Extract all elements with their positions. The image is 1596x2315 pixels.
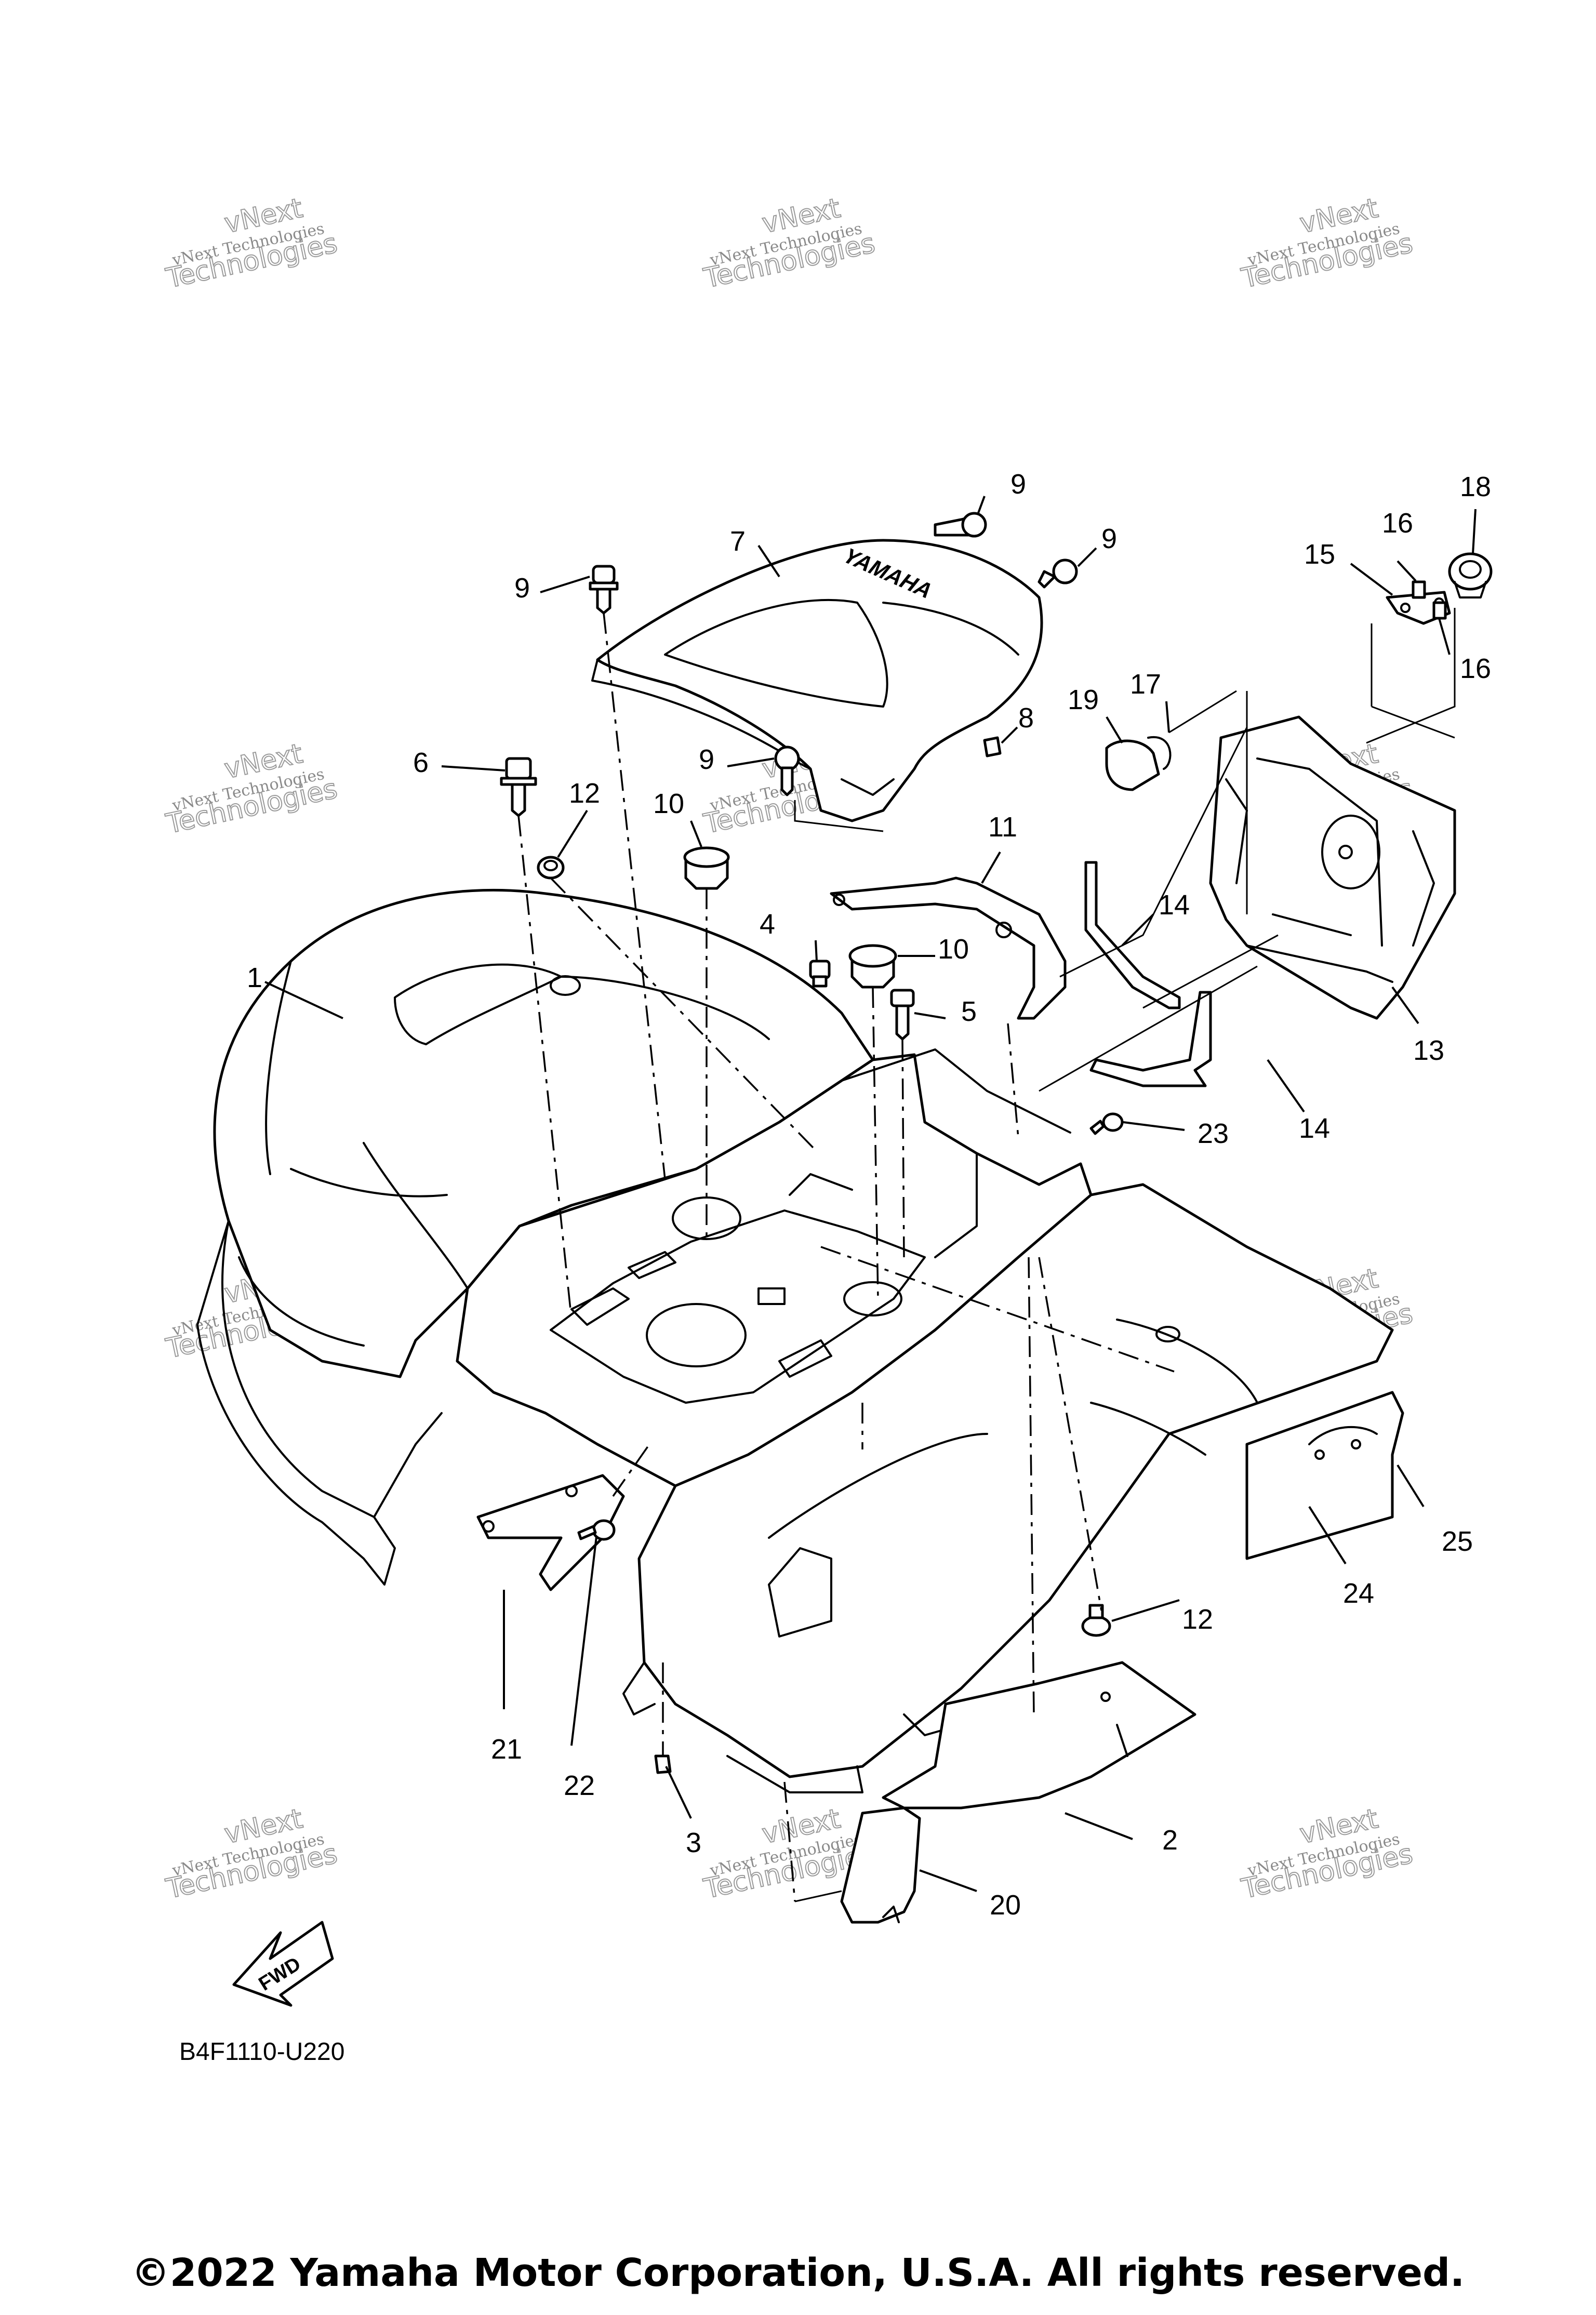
callout-5: 5 — [961, 996, 977, 1027]
callout-16-upper: 16 — [1382, 508, 1413, 539]
callout-18: 18 — [1460, 471, 1491, 502]
leader-lines — [264, 496, 1477, 1892]
callout-16-lower: 16 — [1460, 653, 1491, 684]
callout-1: 1 — [247, 962, 262, 993]
callout-19: 19 — [1068, 684, 1099, 715]
clip-part-9-top — [934, 512, 987, 538]
callout-10-right: 10 — [938, 934, 969, 965]
damper-part-10-right — [848, 944, 897, 989]
clip-part-9-lower — [774, 746, 800, 796]
callout-11: 11 — [988, 811, 1017, 843]
rear-fender — [622, 1183, 1394, 1793]
clip-part-17 — [1147, 736, 1172, 770]
callout-4: 4 — [760, 909, 775, 940]
label-part-8 — [983, 736, 1002, 757]
callout-9-top: 9 — [1010, 469, 1026, 500]
callout-7: 7 — [730, 526, 746, 557]
callout-15: 15 — [1304, 539, 1335, 570]
side-bracket-part-21 — [476, 1474, 625, 1591]
damper-part-10-left — [683, 846, 730, 890]
mud-flap-part-24 — [1245, 1391, 1404, 1560]
fwd-arrow-icon: FWD — [232, 1921, 334, 2007]
copyright-notice: ©2022 Yamaha Motor Corporation, U.S.A. A… — [131, 2251, 1465, 2295]
callout-3: 3 — [686, 1827, 701, 1858]
assembly-lines — [517, 608, 1456, 1902]
callout-13: 13 — [1413, 1035, 1444, 1066]
screw-part-23 — [1089, 1112, 1124, 1135]
top-cover-part-7 — [591, 539, 1043, 822]
side-panel-part-20 — [840, 1806, 921, 1924]
collar-part-4 — [809, 960, 831, 988]
callout-9-right: 9 — [1101, 523, 1117, 554]
callout-22: 22 — [564, 1770, 595, 1801]
diagram-code: B4F1110-U220 — [179, 2038, 344, 2066]
grommet-part-18 — [1448, 552, 1493, 598]
callout-6: 6 — [413, 747, 429, 778]
front-fender-part-1 — [196, 888, 874, 1586]
callout-12-top: 12 — [569, 778, 600, 809]
cover-part-19 — [1105, 739, 1160, 791]
bolt-part-6 — [500, 757, 537, 817]
callout-17: 17 — [1130, 669, 1161, 700]
grommet-part-12-bottom — [1081, 1604, 1111, 1637]
screw-part-16-lower — [1432, 601, 1447, 620]
callout-14-lower: 14 — [1299, 1113, 1330, 1144]
callout-9-left: 9 — [514, 573, 530, 604]
callout-21: 21 — [491, 1734, 522, 1765]
clip-part-9-right — [1038, 558, 1078, 589]
callout-24: 24 — [1343, 1578, 1374, 1609]
bracket-part-11 — [830, 876, 1067, 1020]
strip-part-14-lower — [1089, 991, 1212, 1087]
bolt-part-22 — [577, 1519, 616, 1541]
callout-14-upper: 14 — [1159, 889, 1190, 921]
callout-23: 23 — [1198, 1118, 1229, 1149]
callout-10-left: 10 — [653, 788, 684, 819]
grommet-part-12-top — [537, 856, 565, 880]
bolt-part-5 — [890, 989, 915, 1041]
under-cover-part-2 — [882, 1661, 1196, 1810]
callout-labels: 1 2 3 4 5 6 7 8 9 9 9 9 10 10 11 12 12 1… — [247, 469, 1491, 1921]
callout-25: 25 — [1442, 1526, 1473, 1557]
callout-12-bottom: 12 — [1182, 1604, 1213, 1635]
clip-part-9-left — [589, 565, 619, 615]
callout-8: 8 — [1018, 702, 1034, 734]
callout-9-lower: 9 — [699, 744, 714, 775]
rear-panel-part-13 — [1209, 715, 1456, 1020]
callout-2: 2 — [1162, 1825, 1178, 1856]
callout-20: 20 — [990, 1890, 1021, 1921]
screw-part-16-upper — [1412, 580, 1426, 599]
